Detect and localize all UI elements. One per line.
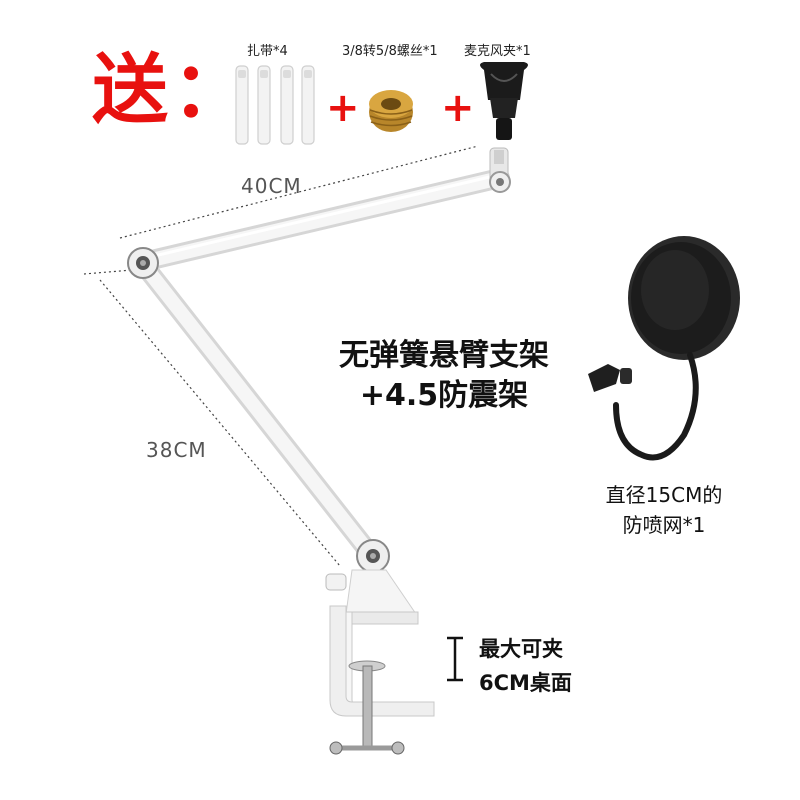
product-title-line1: 无弹簧悬臂支架: [339, 338, 549, 373]
screw-adapter-label: 3/8转5/8螺丝*1: [342, 44, 438, 59]
pop-filter-line2: 防喷网*1: [622, 513, 706, 537]
dimension-guides: [83, 145, 479, 567]
screw-adapter-image: [369, 90, 413, 132]
plus-sign: +: [326, 85, 360, 131]
clamp-caption: 最大可夹 6CM桌面: [479, 632, 572, 700]
product-title: 无弹簧悬臂支架 +4.5防震架: [318, 336, 570, 416]
plus-sign: +: [441, 85, 475, 131]
product-title-line2: +4.5防震架: [359, 378, 529, 413]
clamp-range-bracket: [447, 636, 463, 682]
gift-label: 送：: [92, 45, 252, 134]
pop-filter-line1: 直径15CM的: [605, 483, 723, 507]
pop-filter-image: [588, 236, 740, 461]
upper-arm-length: 40CM: [241, 174, 302, 198]
desk-clamp: [325, 569, 435, 755]
zip-ties-image: [235, 65, 315, 145]
boom-arm: [127, 147, 511, 573]
mic-clip-image: [480, 62, 528, 140]
mic-clip-label: 麦克风夹*1: [464, 44, 531, 59]
pop-filter-caption: 直径15CM的 防喷网*1: [584, 480, 744, 540]
lower-arm-length: 38CM: [146, 438, 207, 462]
clamp-line2: 6CM桌面: [479, 671, 572, 695]
clamp-line1: 最大可夹: [479, 637, 563, 661]
zip-ties-label: 扎带*4: [247, 44, 288, 59]
